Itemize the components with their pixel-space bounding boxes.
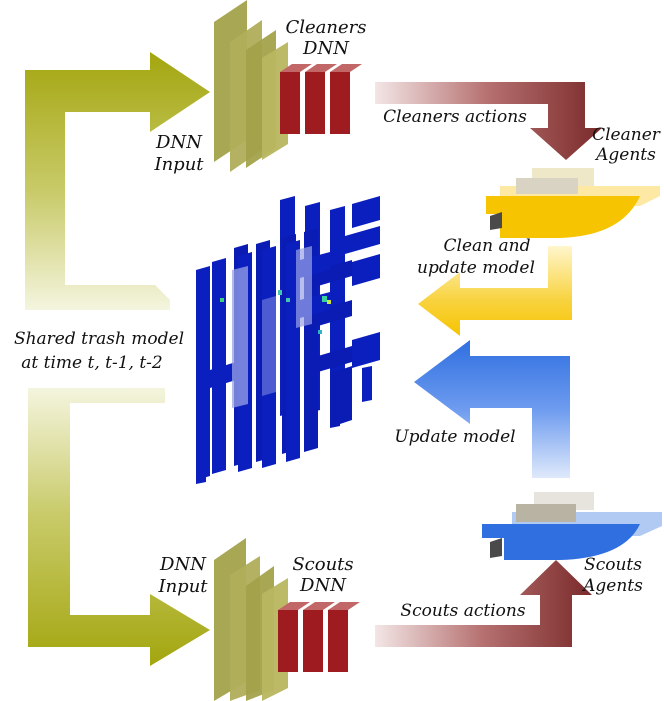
dnn-input-top-line2: Input (153, 154, 204, 175)
dnn-input-top-line1: DNN (155, 132, 203, 153)
scouts-agents-label: Scouts Agents (581, 555, 643, 596)
scout-agent-boat (482, 492, 662, 560)
dnn-input-top-label: DNN Input (153, 132, 204, 175)
scouts-actions-arrow (375, 560, 592, 647)
clean-update-model-arrow (418, 246, 572, 336)
cleaners-dnn-label: Cleaners DNN (286, 17, 367, 59)
cleaners-dnn-input-layers (214, 0, 288, 172)
update-model-arrow (414, 340, 570, 478)
scouts-agents-line1: Scouts (584, 555, 642, 575)
clean-update-line1: Clean and (444, 236, 531, 256)
cleaner-agents-line1: Cleaner (592, 125, 661, 145)
update-model-label: Update model (394, 427, 515, 447)
cleaner-agent-boat (486, 168, 660, 238)
cleaners-actions-label: Cleaners actions (383, 107, 527, 127)
scouts-dnn-line2: DNN (299, 575, 347, 596)
shared-trash-model-label: Shared trash model at time t, t-1, t-2 (14, 329, 184, 373)
clean-update-line2: update model (417, 258, 535, 278)
cleaners-dnn-label-line1: Cleaners (286, 17, 367, 38)
scouts-dnn-input-layers (214, 538, 288, 701)
cleaners-actions-arrow (375, 82, 602, 160)
scouts-agents-line2: Agents (581, 576, 643, 596)
dnn-input-bottom-line2: Input (157, 576, 208, 597)
scouts-dnn-layers (278, 602, 360, 672)
clean-update-model-label: Clean and update model (417, 236, 535, 278)
dnn-input-bottom-label: DNN Input (157, 554, 208, 597)
scouts-actions-label: Scouts actions (400, 601, 525, 621)
cleaner-agents-label: Cleaner Agents (592, 125, 661, 165)
cleaners-dnn-label-line2: DNN (302, 38, 350, 59)
dnn-input-bottom-line1: DNN (159, 554, 207, 575)
cleaners-dnn-layers (280, 64, 362, 134)
scouts-dnn-label: Scouts DNN (292, 554, 353, 596)
shared-model-line1: Shared trash model (14, 329, 184, 349)
shared-model-loop-bottom-arrow (28, 388, 210, 666)
shared-trash-model-maps (196, 196, 380, 484)
cleaner-agents-line2: Agents (594, 145, 656, 165)
scouts-dnn-line1: Scouts (292, 554, 353, 575)
shared-model-line2: at time t, t-1, t-2 (21, 353, 162, 373)
shared-model-loop-top-arrow (25, 52, 210, 310)
